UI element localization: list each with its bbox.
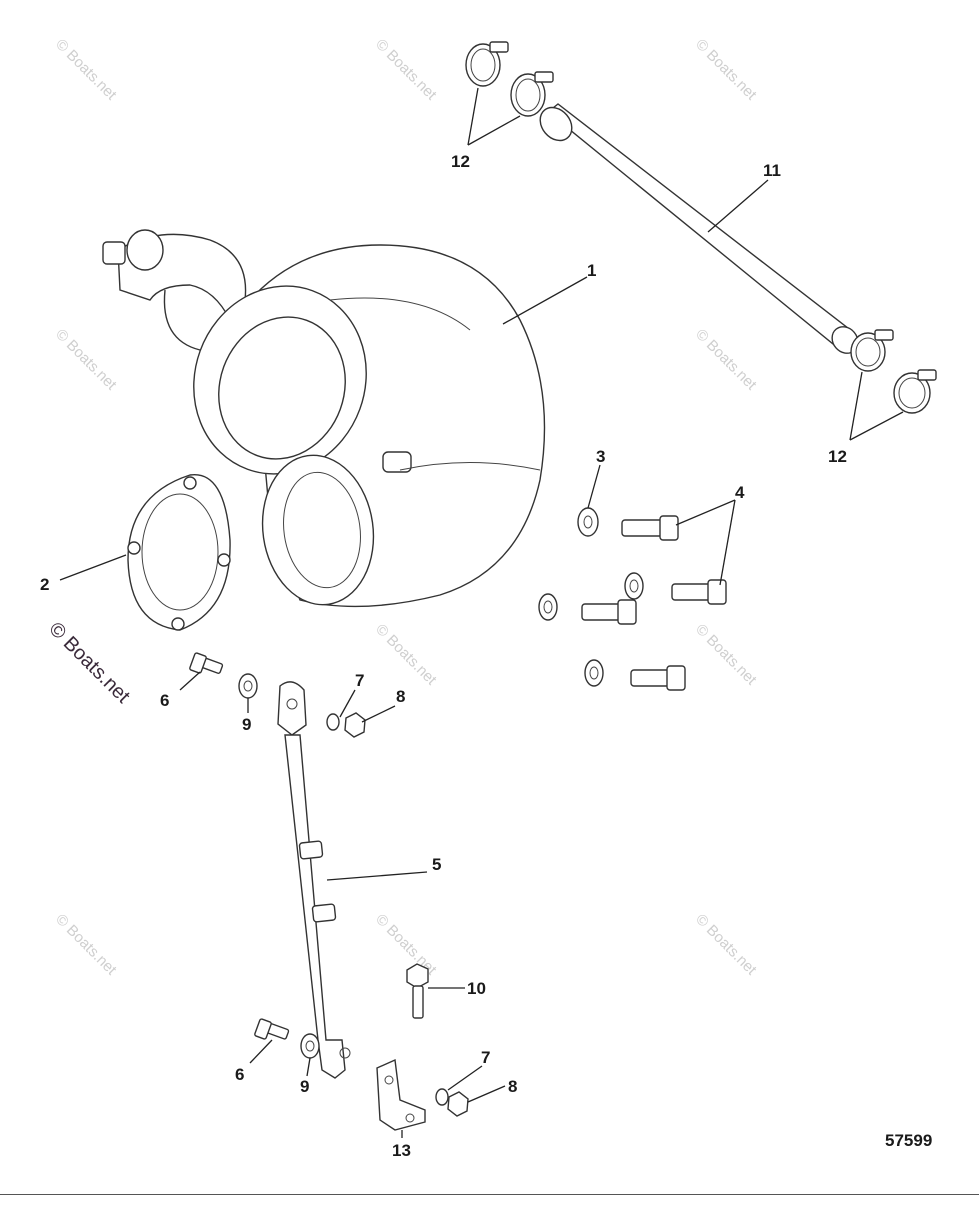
callout-13: 13 [392,1141,411,1160]
callout-6-top: 6 [160,691,169,710]
bolt-part-6-bottom [254,1018,290,1040]
watermark: © Boats.net [372,911,440,979]
bracket-part-13 [376,1058,426,1131]
callout-12-right: 12 [828,447,847,466]
hose-part-11 [539,103,859,354]
callout-12-top: 12 [451,152,470,171]
watermark: © Boats.net [52,326,120,394]
callout-7-bottom: 7 [481,1048,490,1067]
washer-part-9-bottom [300,1033,320,1059]
bottom-divider [0,1194,979,1195]
watermark: © Boats.net [692,36,760,104]
washer-part-9-top [238,673,258,699]
watermark: © Boats.net [372,36,440,104]
bolts-part-4 [538,515,727,691]
callout-8-bottom: 8 [508,1077,517,1096]
watermark: © Boats.net [52,36,120,104]
watermark: © Boats.net [692,326,760,394]
callout-8-top: 8 [396,687,405,706]
watermark: © Boats.net [372,621,440,689]
lock-washer-part-7-top [326,713,340,731]
callout-3: 3 [596,447,605,466]
flange-bolt-part-10 [406,963,429,1019]
callout-5: 5 [432,855,441,874]
callout-4: 4 [735,483,745,502]
support-rod-part-5 [277,681,351,1079]
nut-part-8-top [344,712,366,738]
diagram-reference-number: 57599 [885,1131,932,1150]
callout-labels: 1 2 3 4 5 6 6 7 7 8 8 9 9 10 11 12 12 13 [40,152,847,1160]
watermark: © Boats.net [52,911,120,979]
watermark: © Boats.net [692,621,760,689]
watermark-strong: © Boats.net [44,618,134,708]
leader-lines [59,87,904,1138]
lock-washer-part-7-bottom [435,1088,449,1106]
callout-7-top: 7 [355,671,364,690]
callout-9-bottom: 9 [300,1077,309,1096]
exhaust-elbow-part-1 [102,229,546,608]
callout-6-bottom: 6 [235,1065,244,1084]
gasket-part-2 [127,474,231,631]
nut-part-8-bottom [447,1091,469,1117]
washer-part-3 [577,507,599,537]
bolt-part-6-top [189,652,224,674]
callout-2: 2 [40,575,49,594]
callout-1: 1 [587,261,596,280]
callout-10: 10 [467,979,486,998]
watermark: © Boats.net [692,911,760,979]
hose-clamps-top-part-12 [465,41,554,117]
hose-clamps-right-part-12 [850,329,937,414]
callout-9-top: 9 [242,715,251,734]
callout-11: 11 [763,161,781,180]
